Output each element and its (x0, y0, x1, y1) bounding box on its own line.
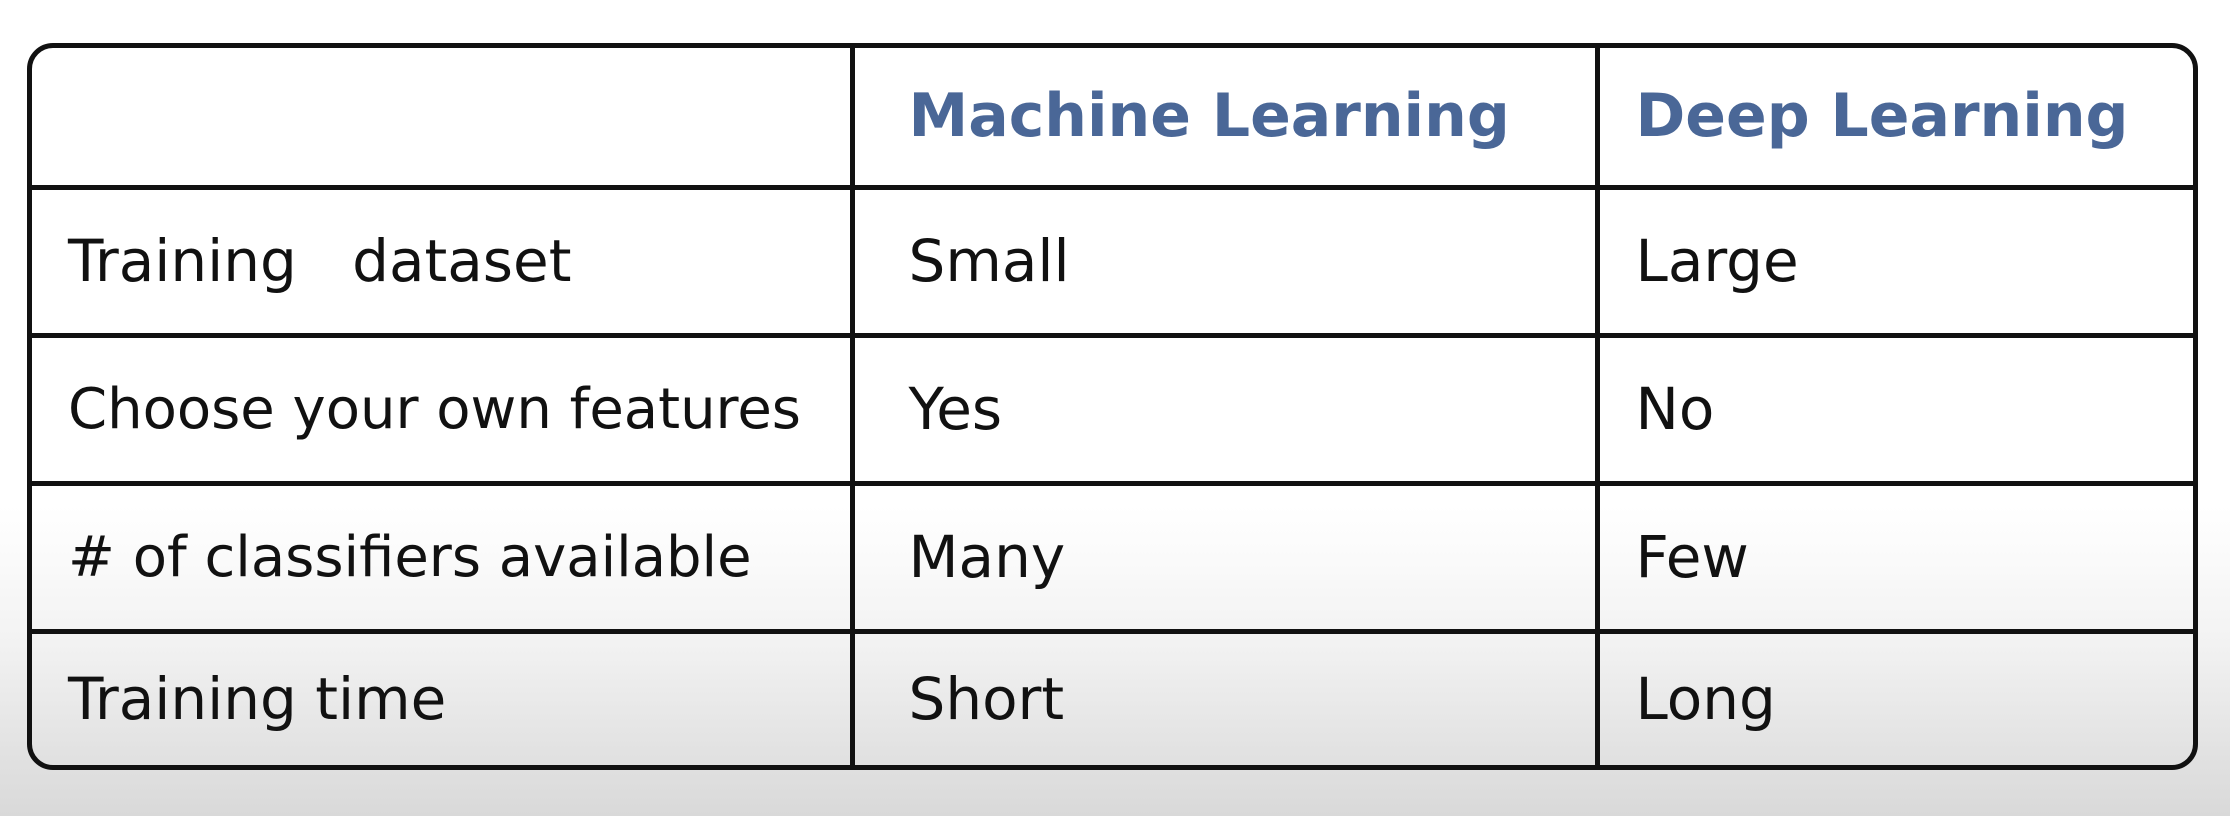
cell-deep-learning-value: Long (1594, 628, 2193, 765)
row-label-training-time: Training time (32, 628, 855, 765)
header-corner-cell (32, 48, 855, 190)
header-deep-learning: Deep Learning (1594, 48, 2193, 190)
table-header-row: Machine Learning Deep Learning (32, 48, 2193, 190)
cell-machine-learning-value: Small (849, 184, 1600, 338)
cell-deep-learning-value: No (1594, 332, 2193, 486)
row-label-classifiers-available: # of classifiers available (32, 480, 855, 634)
cell-machine-learning-value: Yes (849, 332, 1600, 486)
row-label-training-dataset: Training dataset (32, 184, 855, 338)
header-machine-learning: Machine Learning (849, 48, 1600, 190)
comparison-table-frame: Machine Learning Deep Learning Training … (27, 43, 2198, 770)
table-row: # of classifiers available Many Few (32, 480, 2193, 634)
table-row: Training time Short Long (32, 628, 2193, 765)
table-row: Choose your own features Yes No (32, 332, 2193, 486)
cell-deep-learning-value: Large (1594, 184, 2193, 338)
comparison-table: Machine Learning Deep Learning Training … (32, 48, 2193, 765)
cell-machine-learning-value: Short (849, 628, 1600, 765)
table-row: Training dataset Small Large (32, 184, 2193, 338)
cell-machine-learning-value: Many (849, 480, 1600, 634)
cell-deep-learning-value: Few (1594, 480, 2193, 634)
row-label-choose-features: Choose your own features (32, 332, 855, 486)
